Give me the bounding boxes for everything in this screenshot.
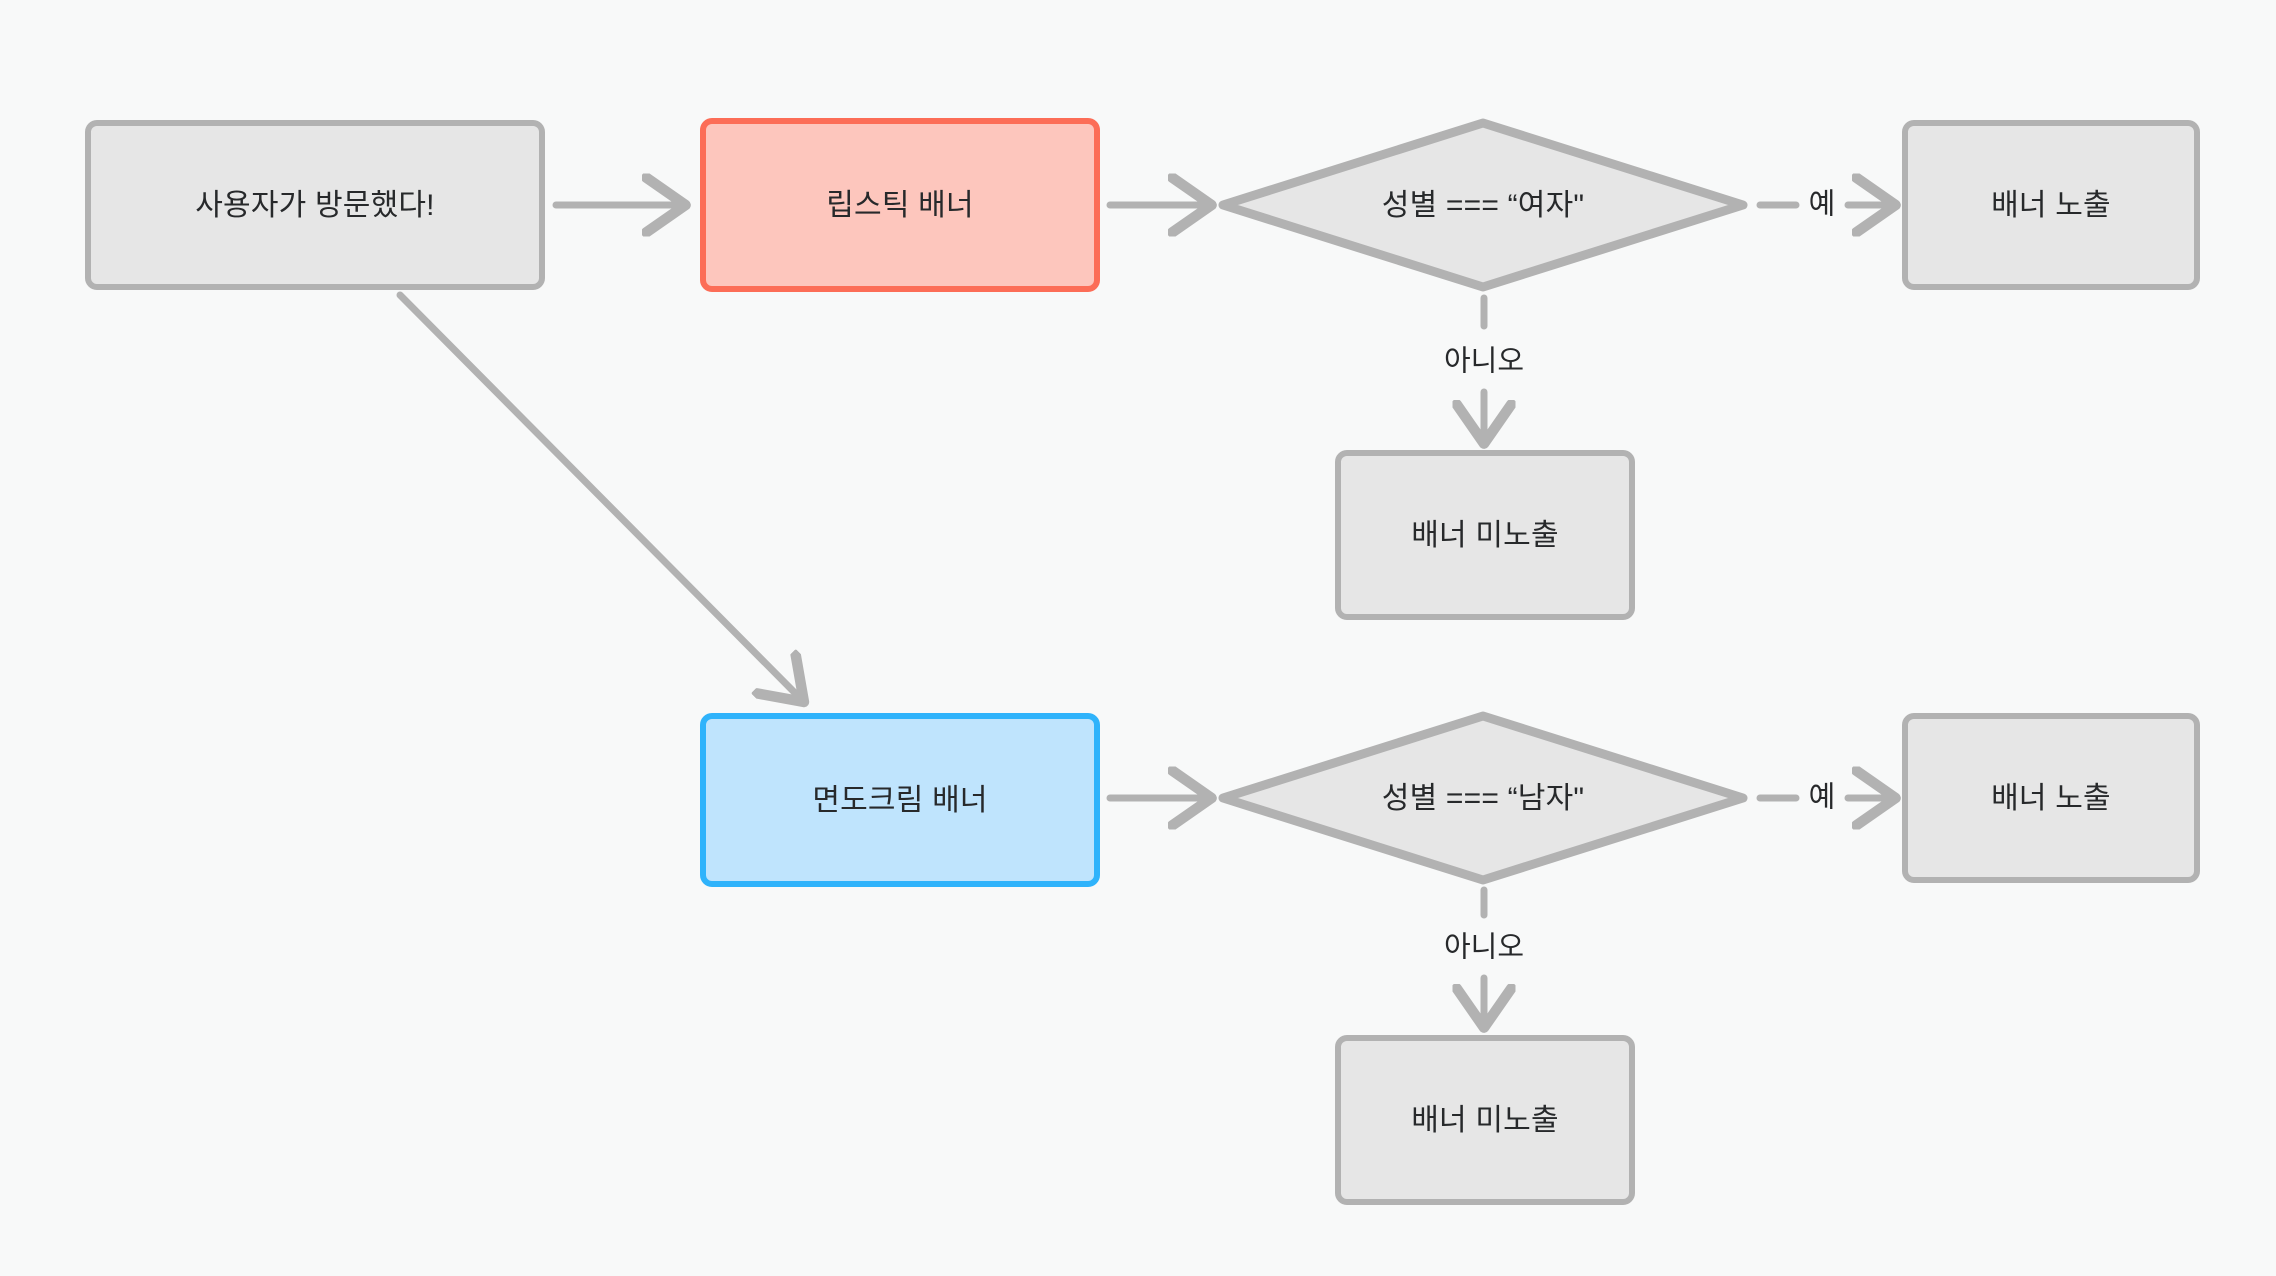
node-shaving-cream-banner-label: 면도크림 배너 [812,783,988,817]
edge-label-female-no: 아니오 [1443,345,1525,378]
node-start[interactable]: 사용자가 방문했다! [85,120,545,290]
diamond-shape-icon [1218,118,1748,292]
node-hide-banner-female-label: 배너 미노출 [1411,518,1559,552]
node-condition-male-label: 성별 === “남자" [1381,781,1585,815]
node-condition-female[interactable]: 성별 === “여자" [1218,118,1748,292]
node-lipstick-banner-label: 립스틱 배너 [826,188,974,222]
node-show-banner-female-label: 배너 노출 [1991,188,2111,222]
node-lipstick-banner[interactable]: 립스틱 배너 [700,118,1100,292]
edge-label-male-yes: 예 [1808,781,1836,814]
node-hide-banner-male-label: 배너 미노출 [1411,1103,1559,1137]
node-hide-banner-male[interactable]: 배너 미노출 [1335,1035,1635,1205]
node-condition-female-label: 성별 === “여자" [1381,188,1585,222]
node-start-label: 사용자가 방문했다! [195,188,435,222]
node-show-banner-male-label: 배너 노출 [1991,781,2111,815]
diamond-shape-icon [1218,711,1748,885]
node-condition-male[interactable]: 성별 === “남자" [1218,711,1748,885]
node-shaving-cream-banner[interactable]: 면도크림 배너 [700,713,1100,887]
node-hide-banner-female[interactable]: 배너 미노출 [1335,450,1635,620]
node-show-banner-male[interactable]: 배너 노출 [1902,713,2200,883]
edge-label-male-no: 아니오 [1443,931,1525,964]
edge-label-female-yes: 예 [1808,188,1836,221]
edge-start-to-shaving [396,291,800,698]
node-show-banner-female[interactable]: 배너 노출 [1902,120,2200,290]
